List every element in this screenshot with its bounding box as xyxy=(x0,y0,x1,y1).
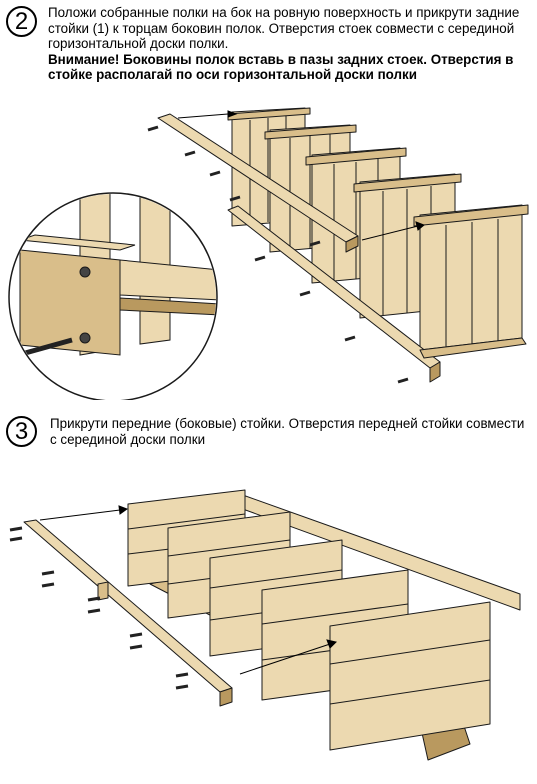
magnifier-circle xyxy=(8,192,218,400)
step-3-text: Прикрути передние (боковые) стойки. Отве… xyxy=(50,416,528,447)
step-3-instruction: Прикрути передние (боковые) стойки. Отве… xyxy=(50,416,525,447)
shelf-frame xyxy=(413,204,529,351)
screw-icon xyxy=(147,125,409,384)
step-2-instruction: Положи собранные полки на бок на ровную … xyxy=(48,5,520,52)
shelf-frame xyxy=(329,601,491,751)
step-2-illustration xyxy=(8,107,529,400)
step-3-illustration xyxy=(9,489,521,761)
screw-icon xyxy=(9,526,189,690)
step-3-number: 3 xyxy=(6,416,37,447)
step-2-number: 2 xyxy=(6,6,37,37)
arrow-icon xyxy=(39,505,337,675)
arrow-icon xyxy=(177,110,425,241)
step-2-text: Положи собранные полки на бок на ровную … xyxy=(48,5,534,83)
step-2-warning: Внимание! Боковины полок вставь в пазы з… xyxy=(48,51,514,83)
